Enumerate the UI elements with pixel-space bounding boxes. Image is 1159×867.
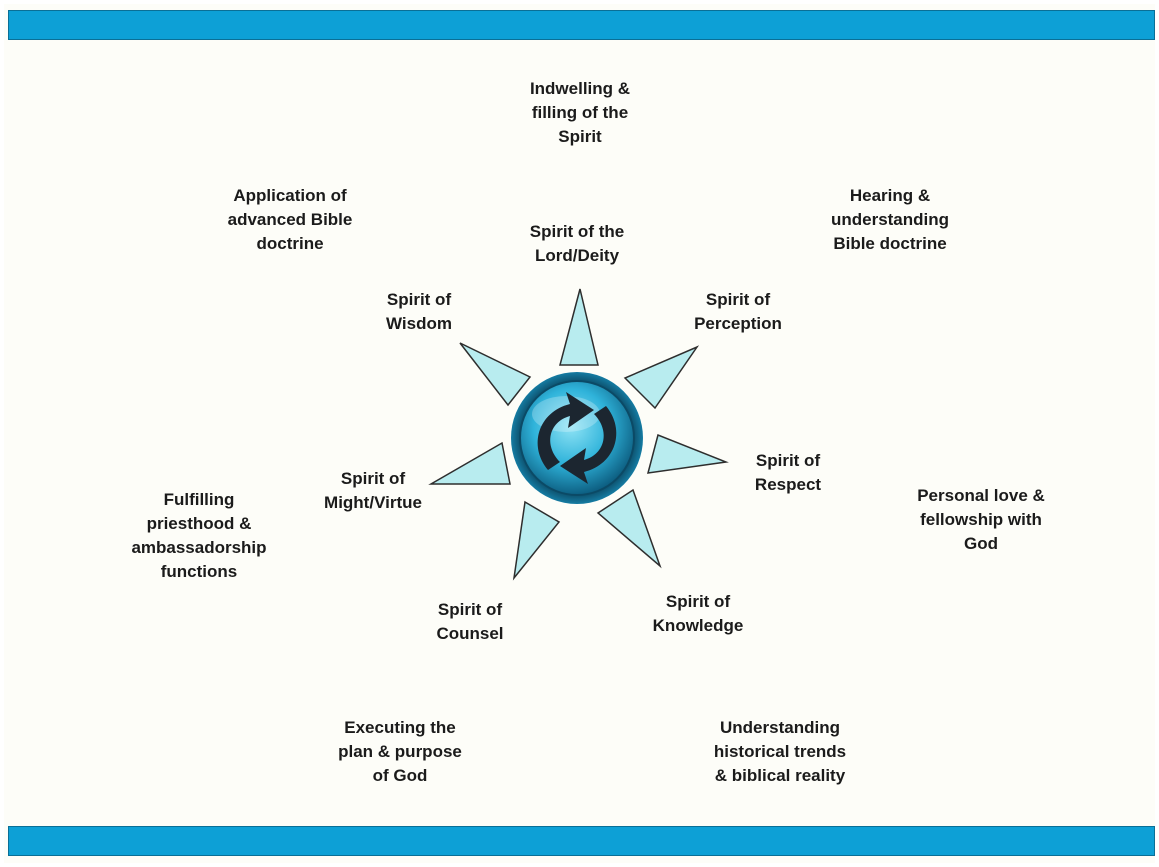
ray-top-left (459, 342, 532, 407)
label-advanced-bible-doctrine: Application of advanced Bible doctrine (227, 186, 353, 253)
label-indwelling-filling: Indwelling & filling of the Spirit (529, 79, 631, 146)
ray-bottom-right (596, 488, 662, 569)
label-executing-plan: Executing the plan & purpose of God (338, 718, 462, 785)
bottom-banner-bar (8, 826, 1155, 856)
top-banner-bar (8, 10, 1155, 40)
refresh-cycle-icon (511, 372, 643, 504)
ray-left (428, 441, 511, 485)
label-spirit-respect: Spirit of Respect (754, 451, 822, 494)
label-spirit-perception: Spirit of Perception (694, 290, 782, 333)
ray-top (559, 288, 599, 366)
label-personal-love-fellowship: Personal love & fellowship with God (917, 486, 1045, 553)
label-historical-trends: Understanding historical trends & biblic… (713, 718, 847, 785)
label-spirit-lord-deity: Spirit of the Lord/Deity (529, 222, 625, 265)
label-spirit-might-virtue: Spirit of Might/Virtue (324, 469, 422, 512)
ray-right (646, 433, 729, 474)
label-priesthood-ambassadorship: Fulfilling priesthood & ambassadorship f… (131, 490, 267, 581)
label-spirit-wisdom: Spirit of Wisdom (386, 290, 452, 333)
ray-top-right (623, 345, 700, 410)
label-spirit-knowledge: Spirit of Knowledge (652, 592, 744, 635)
label-spirit-counsel: Spirit of Counsel (436, 600, 504, 643)
label-hearing-understanding: Hearing & understanding Bible doctrine (830, 186, 950, 253)
ray-bottom-left (512, 500, 561, 581)
